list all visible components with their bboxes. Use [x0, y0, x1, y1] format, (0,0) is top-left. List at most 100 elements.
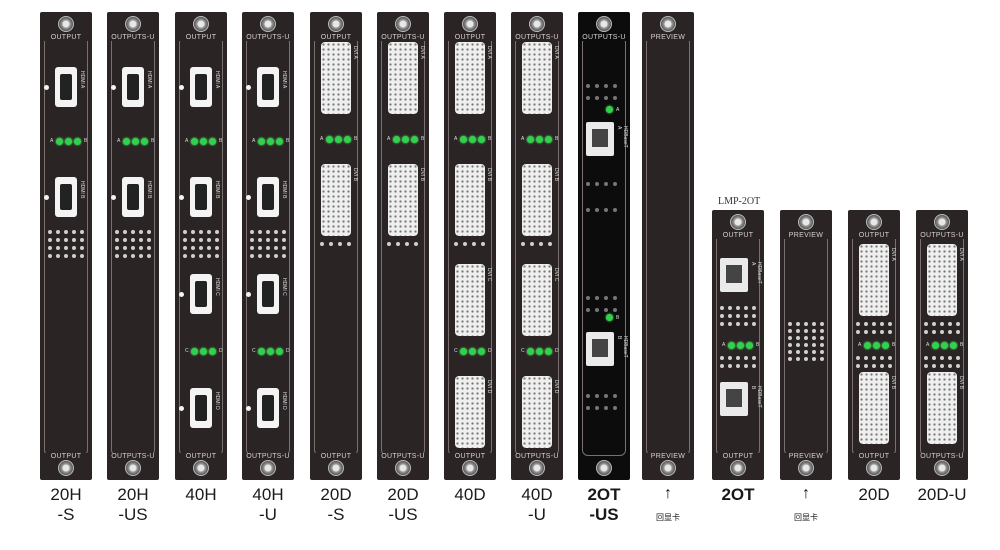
screw-icon[interactable] [660, 460, 676, 476]
indicator-dot [820, 336, 824, 340]
status-led [267, 138, 274, 145]
dvi-port[interactable] [859, 372, 889, 444]
screw-icon[interactable] [660, 16, 676, 32]
screw-icon[interactable] [866, 460, 882, 476]
indicator-dot [744, 314, 748, 318]
dvi-port[interactable] [321, 42, 351, 114]
screw-icon[interactable] [798, 460, 814, 476]
screw-icon[interactable] [596, 460, 612, 476]
caption-line: 2OT [587, 485, 621, 504]
screw-icon[interactable] [462, 460, 478, 476]
indicator-dot [191, 238, 195, 242]
dvi-port[interactable] [388, 164, 418, 236]
indicator-dot [604, 84, 608, 88]
caption-line: 20D-U [917, 485, 967, 504]
indicator-dot [613, 182, 617, 186]
indicator-dot [604, 182, 608, 186]
screw-icon[interactable] [328, 16, 344, 32]
screw-icon[interactable] [529, 460, 545, 476]
hdmi-port[interactable] [122, 177, 144, 217]
indicator-dot [752, 364, 756, 368]
caption-line: -US [388, 505, 418, 524]
hdmi-port[interactable] [190, 274, 212, 314]
port-label: DVI A [553, 46, 559, 59]
hdbaset-port[interactable] [720, 382, 748, 416]
screw-icon[interactable] [260, 460, 276, 476]
indicator-dot [864, 356, 868, 360]
indicator-dot [864, 330, 868, 334]
screw-icon[interactable] [529, 16, 545, 32]
dvi-port[interactable] [455, 164, 485, 236]
indicator-dot [266, 230, 270, 234]
indicator-dot [586, 308, 590, 312]
screw-icon[interactable] [260, 16, 276, 32]
indicator-dot [856, 330, 860, 334]
hdmi-port[interactable] [55, 177, 77, 217]
dvi-port[interactable] [455, 264, 485, 336]
hdmi-port[interactable] [190, 177, 212, 217]
screw-icon[interactable] [596, 16, 612, 32]
preview-caption: 回显卡 [794, 513, 818, 522]
dvi-port[interactable] [522, 42, 552, 114]
screw-icon[interactable] [193, 16, 209, 32]
dvi-port[interactable] [522, 376, 552, 448]
caption-line: 20D [320, 485, 352, 504]
screw-icon[interactable] [328, 460, 344, 476]
screw-icon[interactable] [730, 214, 746, 230]
indicator-dot [64, 238, 68, 242]
indicator-dot [586, 394, 590, 398]
screw-icon[interactable] [125, 16, 141, 32]
screw-icon[interactable] [934, 214, 950, 230]
hdmi-port[interactable] [257, 177, 279, 217]
dvi-port[interactable] [455, 376, 485, 448]
hdmi-port[interactable] [55, 67, 77, 107]
dvi-port[interactable] [455, 42, 485, 114]
dvi-port[interactable] [522, 164, 552, 236]
card-bottom-label: PREVIEW [780, 453, 832, 460]
hdmi-port[interactable] [122, 67, 144, 107]
port-label: HDMI B [79, 181, 85, 199]
hdmi-port[interactable] [190, 388, 212, 428]
hdmi-port[interactable] [257, 67, 279, 107]
port-label: DVI B [419, 168, 425, 182]
screw-icon[interactable] [798, 214, 814, 230]
hdmi-port[interactable] [190, 67, 212, 107]
indicator-dot [856, 322, 860, 326]
status-led [191, 138, 198, 145]
dvi-port[interactable] [927, 372, 957, 444]
screw-icon[interactable] [193, 460, 209, 476]
indicator-dot [250, 238, 254, 242]
dvi-port[interactable] [859, 244, 889, 316]
screw-icon[interactable] [395, 460, 411, 476]
screw-icon[interactable] [58, 16, 74, 32]
top-label-text: OUTPUT [183, 34, 219, 41]
card-bottom-label: OUTPUT [310, 453, 362, 460]
caption-line: -S [57, 505, 75, 524]
hdmi-port[interactable] [257, 274, 279, 314]
screw-icon[interactable] [395, 16, 411, 32]
dvi-port[interactable] [321, 164, 351, 236]
dvi-port[interactable] [388, 42, 418, 114]
dvi-port[interactable] [927, 244, 957, 316]
indicator-dot [948, 330, 952, 334]
indicator-dot [932, 322, 936, 326]
screw-icon[interactable] [730, 460, 746, 476]
status-led [56, 138, 63, 145]
port-label: HDMI B [214, 181, 220, 199]
indicator-dot [586, 96, 590, 100]
screw-icon[interactable] [866, 214, 882, 230]
hdbaset-port[interactable] [586, 332, 614, 366]
dvi-port[interactable] [522, 264, 552, 336]
hdbaset-port[interactable] [720, 258, 748, 292]
screw-icon[interactable] [58, 460, 74, 476]
screw-icon[interactable] [934, 460, 950, 476]
screw-icon[interactable] [462, 16, 478, 32]
indicator-dot [788, 350, 792, 354]
hdbaset-port[interactable] [586, 122, 614, 156]
screw-icon[interactable] [125, 460, 141, 476]
card-caption: 20H-US [93, 485, 173, 525]
hdmi-port[interactable] [257, 388, 279, 428]
port-label: HDMI A [79, 71, 85, 89]
indicator-dot [274, 254, 278, 258]
